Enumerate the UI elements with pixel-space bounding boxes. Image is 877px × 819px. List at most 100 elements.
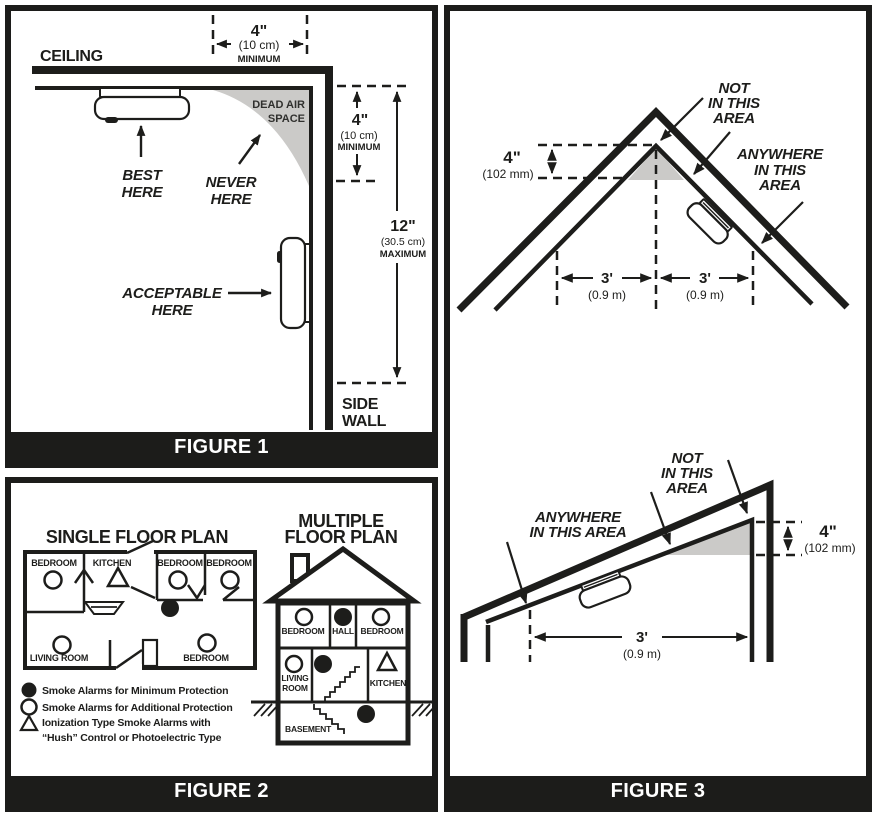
smoke-alarm-slope-icon xyxy=(686,198,733,245)
dead-air-label-1: DEAD AIR xyxy=(252,99,305,111)
peak-not-area-label-1: NOT xyxy=(718,80,751,97)
smoke-alarm-wall-icon xyxy=(277,236,311,330)
room-label: KITCHEN xyxy=(93,558,132,568)
best-here-label-1: BEST xyxy=(122,167,163,184)
figure-1-diagram: 4" (10 cm) MINIMUM CEILING DEAD AIR SPAC… xyxy=(32,15,427,430)
room-label: LIVING ROOM xyxy=(30,653,88,663)
never-here-label-2: HERE xyxy=(211,191,253,208)
acceptable-here-label-1: ACCEPTABLE xyxy=(121,285,223,302)
top-minimum-dimension xyxy=(211,15,309,60)
peak-not-area-arrow xyxy=(660,97,704,141)
legend-open-circle-icon xyxy=(20,698,38,716)
room-label: BEDROOM xyxy=(361,626,404,636)
peaked-roof-structure xyxy=(456,107,850,313)
ceiling-label: CEILING xyxy=(40,48,103,65)
peak-dim3-left-value: 3' xyxy=(601,270,613,287)
ionization-alarm-icon xyxy=(105,565,131,588)
side-wall-label-1: SIDE xyxy=(342,396,379,413)
ground-hatching xyxy=(253,703,432,717)
slope-dim3-metric: (0.9 m) xyxy=(623,647,661,661)
slope-3ft-dimension xyxy=(528,610,749,662)
dead-air-space-region xyxy=(213,90,309,186)
slope-not-area-label-2: IN THIS xyxy=(661,465,713,482)
minimum-alarm-icon xyxy=(357,705,375,723)
figure-2-diagram: SINGLE FLOOR PLAN xyxy=(19,511,432,746)
room-label: BEDROOM xyxy=(183,653,229,663)
figure-3-diagram: 4" (102 mm) NOT IN THIS AREA ANYWHERE IN… xyxy=(456,80,856,662)
room-label: BASEMENT xyxy=(285,724,332,734)
legend-triangle-icon xyxy=(19,713,39,732)
figure-3-panel: 4" (102 mm) NOT IN THIS AREA ANYWHERE IN… xyxy=(444,5,872,812)
never-here-arrow xyxy=(238,134,261,165)
figure-2-caption: FIGURE 2 xyxy=(11,776,432,806)
slope-dim3-value: 3' xyxy=(636,629,648,646)
dim-side-value: 4" xyxy=(352,112,368,129)
slope-anywhere-arrow xyxy=(505,541,528,605)
slope-4in-dimension xyxy=(756,520,802,557)
dim-side-metric: (10 cm) xyxy=(340,130,377,142)
sloped-ceiling-structure xyxy=(460,479,774,662)
slope-anywhere-label-2: IN THIS AREA xyxy=(529,524,626,541)
slope-not-area-label-3: AREA xyxy=(665,480,708,497)
dim-wall-qualifier: MAXIMUM xyxy=(380,249,427,260)
multiple-floor-plan-title-1: MULTIPLE xyxy=(298,511,384,531)
peak-dim3-left-metric: (0.9 m) xyxy=(588,288,626,302)
additional-alarm-icon xyxy=(43,570,63,590)
additional-alarm-icon xyxy=(52,635,72,655)
smoke-alarm-slope-icon xyxy=(578,570,632,609)
smoke-alarm-ceiling-icon xyxy=(93,87,191,123)
single-plan-alarm-markers xyxy=(43,565,240,655)
dim-wall-metric: (30.5 cm) xyxy=(381,236,425,248)
room-label: BEDROOM xyxy=(206,558,252,568)
peak-dim3-right-metric: (0.9 m) xyxy=(686,288,724,302)
stairs-basement xyxy=(313,704,345,734)
stairs-upper xyxy=(324,666,360,702)
house-body xyxy=(275,600,411,746)
never-here-label-1: NEVER xyxy=(206,174,257,191)
single-floor-plan-walls xyxy=(23,539,257,671)
slope-dim4-metric: (102 mm) xyxy=(804,541,855,555)
peak-dim4-value: 4" xyxy=(503,148,521,167)
peak-anywhere-label-2: IN THIS xyxy=(754,162,806,179)
peak-4in-dimension xyxy=(538,143,654,180)
peak-anywhere-arrow-2 xyxy=(761,201,804,244)
room-label: LIVING xyxy=(281,673,309,683)
figure-3-caption: FIGURE 3 xyxy=(450,776,866,806)
slope-not-area-arrow-1 xyxy=(726,459,749,515)
figure-1-caption: FIGURE 1 xyxy=(11,432,432,462)
peak-3ft-dimensions xyxy=(555,251,755,311)
slope-not-area-arrow-2 xyxy=(649,491,672,546)
multiple-floor-plan-title-2: FLOOR PLAN xyxy=(285,527,398,547)
best-here-label-2: HERE xyxy=(122,184,164,201)
dead-air-label-2: SPACE xyxy=(268,113,305,125)
room-label: HALL xyxy=(332,626,354,636)
additional-alarm-icon xyxy=(284,654,304,674)
ionization-alarm-icon xyxy=(375,650,399,672)
minimum-alarm-icon xyxy=(161,599,179,617)
legend-line-2: Smoke Alarms for Additional Protection xyxy=(42,702,233,714)
peak-anywhere-label-3: AREA xyxy=(758,177,801,194)
acceptable-here-label-2: HERE xyxy=(152,302,194,319)
additional-alarm-icon xyxy=(294,607,314,627)
additional-alarm-icon xyxy=(168,570,188,590)
room-label: ROOM xyxy=(282,683,308,693)
legend-filled-circle-icon xyxy=(21,682,37,698)
peak-dead-air-region xyxy=(628,148,684,180)
figure-1-panel: 4" (10 cm) MINIMUM CEILING DEAD AIR SPAC… xyxy=(5,5,438,468)
legend xyxy=(19,682,39,732)
dim-top-value: 4" xyxy=(251,23,267,40)
additional-alarm-icon xyxy=(371,607,391,627)
dim-side-qualifier: MINIMUM xyxy=(338,142,381,153)
multiple-floor-house xyxy=(251,545,432,746)
slope-anywhere-label-1: ANYWHERE xyxy=(534,509,622,526)
peak-dim3-right-value: 3' xyxy=(699,270,711,287)
wall-maximum-dimension xyxy=(337,90,412,385)
peak-not-area-label-3: AREA xyxy=(712,110,755,127)
side-minimum-dimension xyxy=(336,84,412,183)
additional-alarm-icon xyxy=(197,633,217,653)
room-label: BEDROOM xyxy=(157,558,203,568)
room-label: BEDROOM xyxy=(282,626,325,636)
dim-wall-value: 12" xyxy=(390,218,415,235)
peak-anywhere-label-1: ANYWHERE xyxy=(736,146,824,163)
